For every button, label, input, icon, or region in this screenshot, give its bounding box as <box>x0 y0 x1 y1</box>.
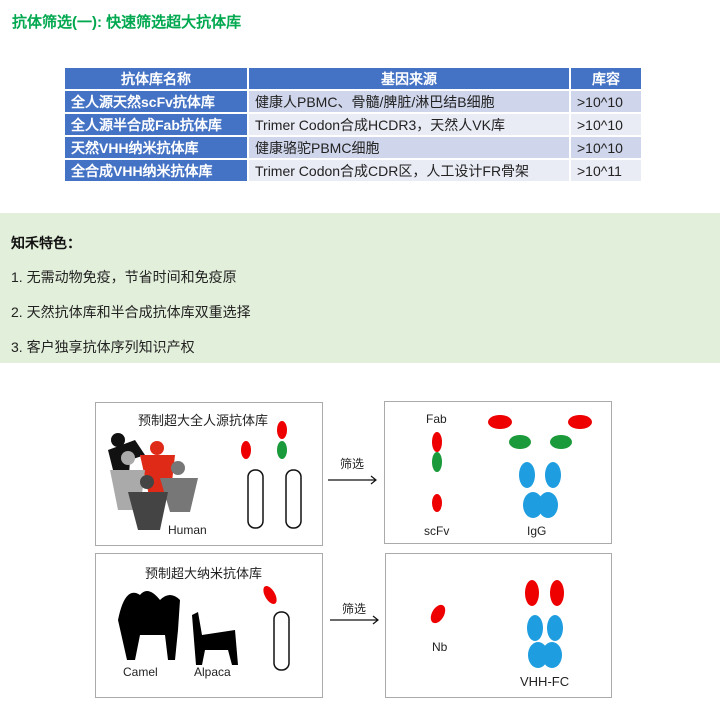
alpaca-icon <box>192 612 238 665</box>
cell-name: 全人源天然scFv抗体库 <box>63 89 249 114</box>
vhh-fc-icon <box>525 580 564 668</box>
screen-label: 筛选 <box>340 457 365 471</box>
cell-source: 健康人PBMC、骨髓/脾脏/淋巴结B细胞 <box>247 89 571 114</box>
alpaca-label: Alpaca <box>194 665 231 679</box>
features-heading: 知禾特色： <box>11 235 81 251</box>
people-icon <box>108 433 198 530</box>
cell-capacity: >10^10 <box>569 135 643 160</box>
feature-item: 1. 无需动物免疫，节省时间和免疫原 <box>11 269 237 285</box>
cell-source: Trimer Codon合成HCDR3，天然人VK库 <box>247 112 571 137</box>
igg-icon <box>488 415 592 518</box>
igg-label: IgG <box>527 524 547 538</box>
camel-icon <box>118 591 180 660</box>
nano-result-panel <box>385 553 612 698</box>
cell-source: Trimer Codon合成CDR区，人工设计FR骨架 <box>247 158 571 183</box>
screen-label: 筛选 <box>342 602 367 616</box>
scfv-mark <box>241 441 251 459</box>
cell-name: 天然VHH纳米抗体库 <box>63 135 249 160</box>
library-table: 抗体库名称 基因来源 库容 全人源天然scFv抗体库健康人PBMC、骨髓/脾脏/… <box>63 66 643 183</box>
cell-name: 全合成VHH纳米抗体库 <box>63 158 249 183</box>
cell-capacity: >10^10 <box>569 112 643 137</box>
human-label: Human <box>168 523 207 537</box>
fab-label: Fab <box>426 412 447 426</box>
nb-label: Nb <box>432 640 448 654</box>
features-section: 知禾特色： 1. 无需动物免疫，节省时间和免疫原 2. 天然抗体库和半合成抗体库… <box>0 213 720 363</box>
cell-capacity: >10^10 <box>569 89 643 114</box>
page-title: 抗体筛选(一): 快速筛选超大抗体库 <box>12 14 242 31</box>
feature-item: 3. 客户独享抗体序列知识产权 <box>11 339 195 355</box>
table-row: 全人源天然scFv抗体库健康人PBMC、骨髓/脾脏/淋巴结B细胞>10^10 <box>63 89 643 114</box>
cell-source: 健康骆驼PBMC细胞 <box>247 135 571 160</box>
phage-icon <box>247 469 302 671</box>
table-row: 天然VHH纳米抗体库健康骆驼PBMC细胞>10^10 <box>63 135 643 160</box>
col-name: 抗体库名称 <box>63 66 249 91</box>
scfv-label: scFv <box>424 524 450 538</box>
col-source: 基因来源 <box>247 66 571 91</box>
cell-name: 全人源半合成Fab抗体库 <box>63 112 249 137</box>
vhh-fc-label: VHH-FC <box>520 674 570 689</box>
nano-library-title: 预制超大纳米抗体库 <box>145 566 263 581</box>
cell-capacity: >10^11 <box>569 158 643 183</box>
camel-label: Camel <box>123 665 158 679</box>
col-capacity: 库容 <box>569 66 643 91</box>
human-library-title: 预制超大全人源抗体库 <box>138 413 269 428</box>
feature-item: 2. 天然抗体库和半合成抗体库双重选择 <box>11 304 251 320</box>
table-header: 抗体库名称 基因来源 库容 <box>63 66 643 91</box>
arrow-icon <box>328 475 379 625</box>
